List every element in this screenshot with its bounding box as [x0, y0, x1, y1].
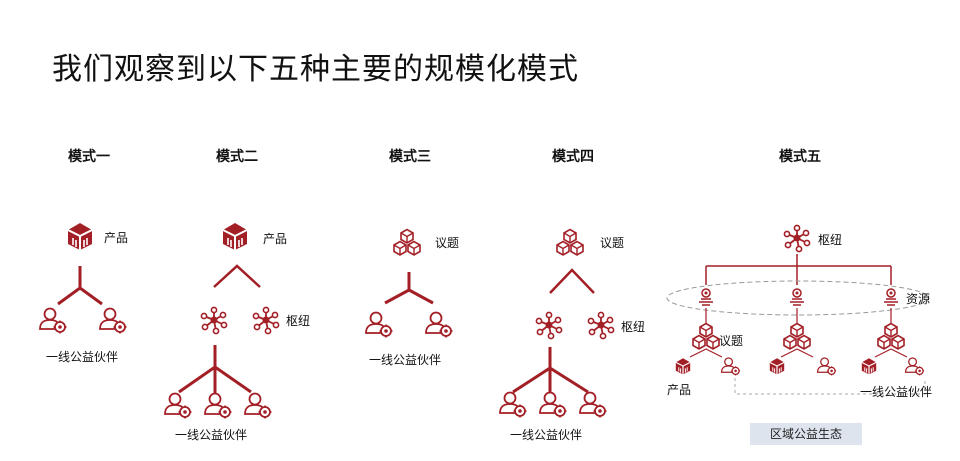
hub-network-icon — [587, 311, 615, 340]
resource-icon — [789, 288, 805, 306]
partner-gear-icon — [365, 311, 394, 339]
partner-gear-icon — [39, 307, 68, 335]
mode-5-issue-label: 议题 — [719, 334, 744, 348]
partner-gear-icon — [904, 357, 925, 377]
mode-2-hub-label: 枢纽 — [286, 314, 311, 328]
mode-4-diagram — [499, 230, 615, 419]
partner-gear-icon — [204, 392, 233, 420]
mode-4-title: 模式四 — [552, 149, 594, 165]
hub-network-icon — [252, 306, 280, 335]
product-box-icon — [222, 222, 248, 251]
ecosystem-badge: 区域公益生态 — [750, 423, 862, 445]
partner-link — [734, 378, 926, 395]
partner-gear-icon — [99, 307, 128, 335]
resource-icon — [698, 288, 714, 306]
product-box-icon — [675, 357, 691, 375]
product-box-icon — [769, 357, 785, 375]
issue-cubes-icon — [784, 324, 810, 350]
mode-5-diagram — [666, 224, 930, 395]
mode-2-title: 模式二 — [216, 149, 258, 165]
issue-cubes-icon — [557, 230, 583, 256]
issue-cubes-icon — [693, 324, 719, 350]
issue-cubes-icon — [394, 230, 420, 256]
mode-5-title: 模式五 — [779, 149, 821, 165]
resource-icon — [883, 288, 899, 306]
issue-cubes-icon — [878, 324, 904, 350]
mode-1-diagram — [39, 222, 128, 335]
product-box-icon — [861, 357, 877, 375]
mode-2-product-label: 产品 — [263, 232, 288, 246]
partner-gear-icon — [244, 392, 273, 420]
mode-3-title: 模式三 — [389, 149, 431, 165]
mode-5-hub-label: 枢纽 — [818, 233, 843, 247]
mode-2-partner-label: 一线公益伙伴 — [175, 428, 248, 442]
mode-4-partner-label: 一线公益伙伴 — [510, 428, 583, 442]
partner-gear-icon — [816, 357, 837, 377]
mode-4-issue-label: 议题 — [600, 236, 625, 250]
mode-3-diagram — [365, 230, 454, 339]
mode-5-partner-label: 一线公益伙伴 — [860, 385, 933, 399]
partner-gear-icon — [425, 311, 454, 339]
page-title: 我们观察到以下五种主要的规模化模式 — [52, 52, 579, 87]
partner-gear-icon — [164, 392, 193, 420]
partner-gear-icon — [499, 391, 528, 419]
mode-1-title: 模式一 — [68, 149, 110, 165]
hub-network-icon — [535, 311, 563, 340]
mode-4-hub-label: 枢纽 — [621, 320, 646, 334]
mode-5-resource-label: 资源 — [906, 292, 931, 306]
resource-ellipse — [666, 280, 930, 316]
hub-network-icon — [783, 224, 811, 253]
mode-3-partner-label: 一线公益伙伴 — [369, 353, 442, 367]
mode-5-product-label: 产品 — [667, 383, 692, 397]
partner-gear-icon — [539, 391, 568, 419]
product-box-icon — [67, 222, 93, 251]
mode-1-product-label: 产品 — [104, 231, 129, 245]
partner-gear-icon — [720, 357, 741, 377]
hub-network-icon — [200, 306, 228, 335]
mode-2-diagram — [164, 222, 280, 420]
partner-gear-icon — [579, 391, 608, 419]
mode-3-issue-label: 议题 — [435, 236, 460, 250]
mode-1-partner-label: 一线公益伙伴 — [46, 350, 119, 364]
